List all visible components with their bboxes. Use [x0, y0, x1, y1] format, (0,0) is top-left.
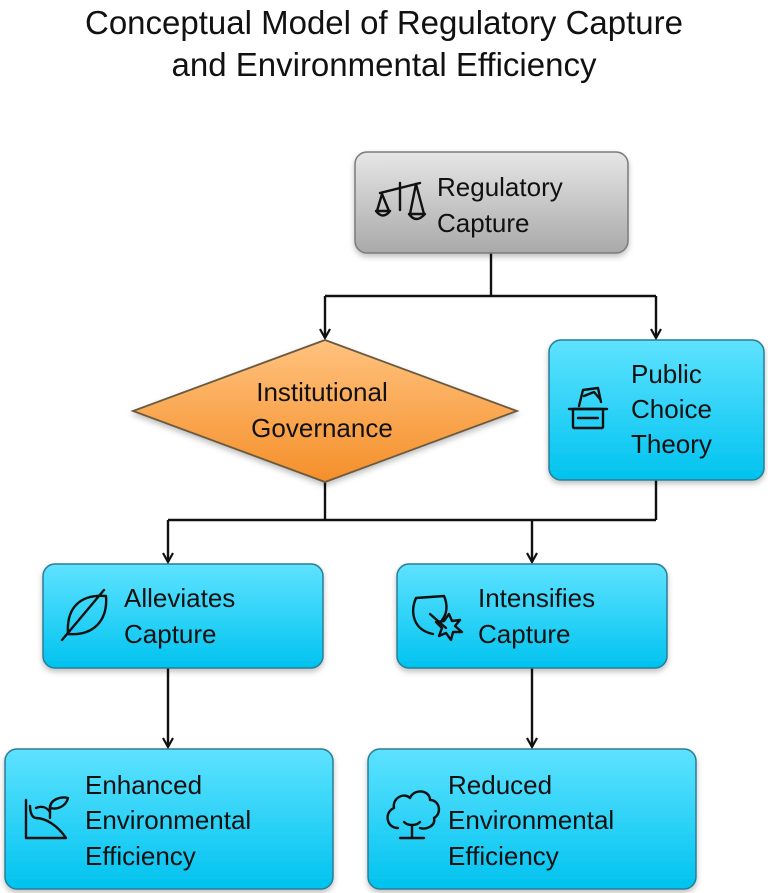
regulatory-capture-label-2: Capture: [437, 208, 530, 238]
node-institutional-governance: Institutional Governance: [130, 339, 520, 483]
diagram-title: Conceptual Model of Regulatory Capture a…: [0, 2, 768, 86]
enhanced-efficiency-label-2: Environmental: [85, 805, 251, 835]
title-line-1: Conceptual Model of Regulatory Capture: [84, 4, 683, 41]
regulatory-capture-label-1: Regulatory: [437, 172, 563, 202]
enhanced-efficiency-label-3: Efficiency: [85, 841, 196, 871]
intensifies-capture-label-2: Capture: [478, 619, 571, 649]
node-enhanced-efficiency: Enhanced Environmental Efficiency: [4, 748, 334, 890]
enhanced-efficiency-label-1: Enhanced: [85, 770, 202, 800]
leaf-slash-icon: [60, 588, 108, 642]
public-choice-label-2: Choice: [631, 394, 712, 424]
alleviates-capture-label-2: Capture: [124, 619, 217, 649]
node-intensifies-capture: Intensifies Capture: [396, 563, 668, 669]
node-alleviates-capture: Alleviates Capture: [42, 563, 324, 669]
title-line-2: and Environmental Efficiency: [171, 46, 597, 83]
institutional-governance-label-1: Institutional: [256, 377, 388, 407]
node-regulatory-capture: Regulatory Capture: [354, 151, 629, 254]
reduced-efficiency-label-3: Efficiency: [448, 841, 559, 871]
connectors: [168, 253, 656, 747]
node-public-choice-theory: Public Choice Theory: [548, 339, 765, 481]
ballot-box-icon: [567, 386, 609, 430]
public-choice-label-3: Theory: [631, 429, 712, 459]
leaf-burst-icon: [412, 594, 464, 642]
institutional-governance-label-2: Governance: [251, 413, 393, 443]
cloud-tree-icon: [386, 790, 441, 840]
intensifies-capture-label-1: Intensifies: [478, 583, 595, 613]
alleviates-capture-label-1: Alleviates: [124, 583, 235, 613]
public-choice-label-1: Public: [631, 359, 702, 389]
node-reduced-efficiency: Reduced Environmental Efficiency: [367, 748, 697, 890]
reduced-efficiency-label-2: Environmental: [448, 805, 614, 835]
growth-plant-icon: [24, 796, 70, 840]
scales-icon: [374, 181, 427, 221]
reduced-efficiency-label-1: Reduced: [448, 770, 552, 800]
